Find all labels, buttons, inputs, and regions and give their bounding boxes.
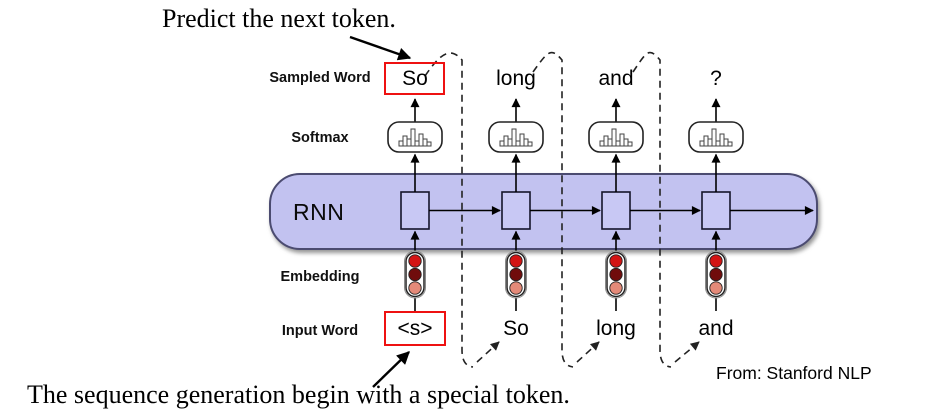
- input-word-0: <s>: [397, 317, 433, 340]
- top-note: Predict the next token.: [162, 4, 396, 33]
- rnn-cell: [701, 191, 731, 230]
- row-label-input-word: Input Word: [281, 323, 359, 339]
- sampled-word-0: So: [402, 67, 428, 90]
- input-word-2: long: [596, 317, 636, 340]
- sampled-word-highlight-box: [384, 62, 445, 95]
- top-note-arrow: [349, 35, 412, 61]
- input-word-3: and: [698, 317, 734, 340]
- rnn-cell: [501, 191, 531, 230]
- input-word-highlight-box: [384, 311, 446, 346]
- bottom-note-arrow: [372, 351, 410, 388]
- input-word-1: So: [503, 317, 529, 340]
- row-label-embedding: Embedding: [280, 269, 360, 285]
- rnn-cell: [400, 191, 430, 230]
- softmax-boxes: [387, 121, 744, 153]
- bottom-note: The sequence generation begin with a spe…: [27, 380, 570, 409]
- row-label-rnn: RNN: [293, 199, 345, 225]
- sampled-word-3: ?: [710, 67, 722, 90]
- sampled-word-1: long: [496, 67, 536, 90]
- sampled-word-2: and: [598, 67, 634, 90]
- feedback-dashed-connectors: [424, 51, 700, 368]
- annotation-arrows: [349, 35, 412, 388]
- row-label-softmax: Softmax: [291, 130, 349, 146]
- source-credit: From: Stanford NLP: [716, 363, 872, 383]
- row-label-sampled-word: Sampled Word: [269, 70, 371, 86]
- rnn-cell: [601, 191, 631, 230]
- rnn-band: [269, 173, 818, 250]
